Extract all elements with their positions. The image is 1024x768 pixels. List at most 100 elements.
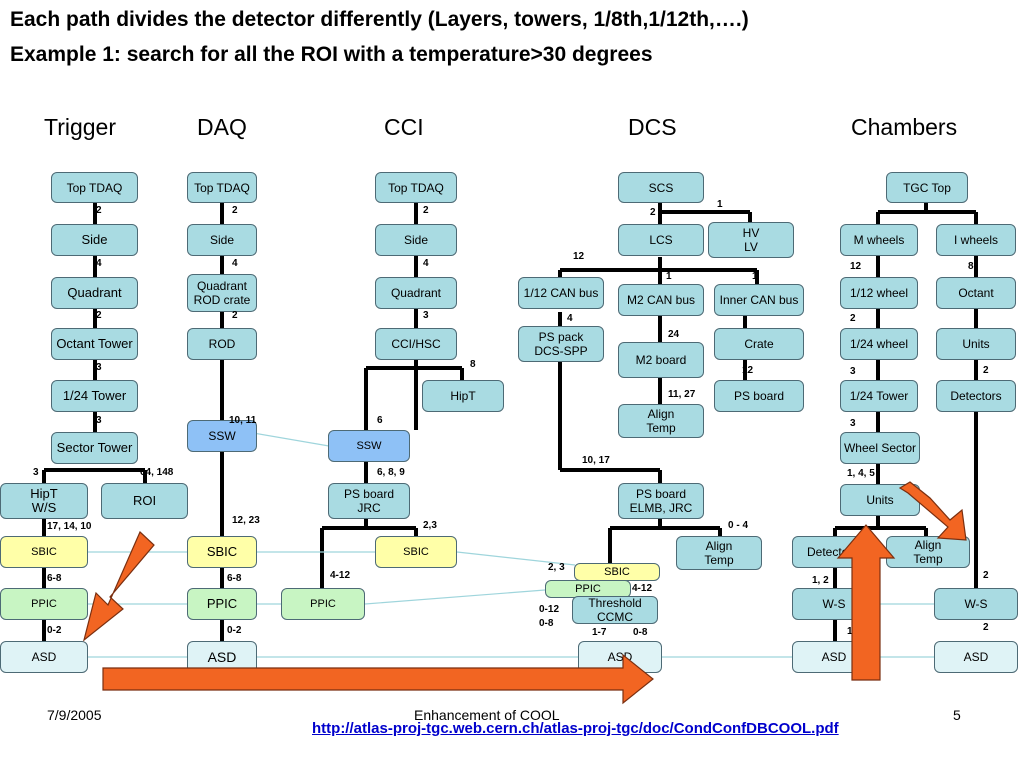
trigger-hipt: HipT W/S	[0, 483, 88, 519]
daq-rod: ROD	[187, 328, 257, 360]
chambers-12-wheel: 1/12 wheel	[840, 277, 918, 309]
label-daq-4: 4	[232, 258, 238, 269]
label-trigger-64: 64, 148	[140, 467, 174, 478]
trigger-24-tower: 1/24 Tower	[51, 380, 138, 412]
trigger-side: Side	[51, 224, 138, 256]
daq-side: Side	[187, 224, 257, 256]
label-dcs-1127: 11, 27	[668, 389, 696, 400]
column-chambers: Chambers	[851, 114, 958, 140]
label-cci-6: 6	[377, 415, 383, 426]
label-cci-2: 2	[423, 205, 429, 216]
label-cci-4: 4	[423, 258, 429, 269]
label-dcs-412: 4-12	[632, 583, 653, 594]
label-chambers-12: 12	[850, 261, 862, 272]
column-daq: DAQ	[197, 114, 247, 140]
document-link[interactable]: http://atlas-proj-tgc.web.cern.ch/atlas-…	[312, 720, 839, 737]
cci-quadrant: Quadrant	[375, 277, 457, 309]
column-trigger: Trigger	[44, 114, 116, 140]
dcs-12-can-bus: 1/12 CAN bus	[518, 277, 604, 309]
daq-top-tdaq: Top TDAQ	[187, 172, 257, 203]
label-chambers-2b: 2	[983, 365, 989, 376]
label-dcs-17: 1-7	[592, 627, 607, 638]
trigger-quadrant: Quadrant	[51, 277, 138, 309]
label-dcs-08a: 0-8	[539, 618, 554, 629]
label-trigger-3a: 3	[96, 362, 102, 373]
label-dcs-1c: 1	[752, 271, 758, 282]
label-cci-689: 6, 8, 9	[377, 467, 405, 478]
daq-ssw: SSW	[187, 420, 257, 452]
label-chambers-12c: 1, 2	[812, 575, 829, 586]
label-dcs-12b: 12	[742, 365, 754, 376]
label-dcs-1a: 1	[717, 199, 723, 210]
label-chambers-2c: 2	[983, 570, 989, 581]
label-dcs-1b: 1	[666, 271, 672, 282]
label-trigger-2a: 2	[96, 205, 102, 216]
chambers-detectors: Detectors	[936, 380, 1016, 412]
chambers-24-tower: 1/24 Tower	[840, 380, 918, 412]
label-chambers-8: 8	[968, 261, 974, 272]
label-daq-02: 0-2	[227, 625, 242, 636]
dcs-align-temp-2: Align Temp	[676, 536, 762, 570]
dcs-inner-can-bus: Inner CAN bus	[714, 284, 804, 316]
cci-cci-hsc: CCI/HSC	[375, 328, 457, 360]
chambers-i-wheels: I wheels	[936, 224, 1016, 256]
label-chambers-2a: 2	[850, 313, 856, 324]
trigger-roi: ROI	[101, 483, 188, 519]
cci-sbic: SBIC	[375, 536, 457, 568]
label-dcs-04: 0 - 4	[728, 520, 749, 531]
dcs-align-temp-1: Align Temp	[618, 404, 704, 438]
label-dcs-012: 0-12	[539, 604, 560, 615]
label-daq-2a: 2	[232, 205, 238, 216]
label-chambers-3a: 3	[850, 366, 856, 377]
trigger-sbic: SBIC	[0, 536, 88, 568]
label-cci-8: 8	[470, 359, 476, 370]
chambers-wheel-sector: Wheel Sector	[840, 432, 920, 464]
trigger-sector-tower: Sector Tower	[51, 432, 138, 464]
title-line-2: Example 1: search for all the ROI with a…	[10, 43, 653, 66]
dcs-hv-lv: HV LV	[708, 222, 794, 258]
cci-side: Side	[375, 224, 457, 256]
chambers-ws-2: W-S	[934, 588, 1018, 620]
column-dcs: DCS	[628, 114, 677, 140]
label-chambers-145: 1, 4, 5	[847, 468, 875, 479]
cci-ssw: SSW	[328, 430, 410, 462]
chambers-tgc-top: TGC Top	[886, 172, 968, 203]
label-daq-68: 6-8	[227, 573, 242, 584]
dcs-lcs: LCS	[618, 224, 704, 256]
label-daq-2b: 2	[232, 310, 238, 321]
dcs-sbic: SBIC	[574, 563, 660, 581]
cci-hipt: HipT	[422, 380, 504, 412]
trigger-asd: ASD	[0, 641, 88, 673]
footer-center: Enhancement of COOL	[414, 707, 560, 723]
cci-top-tdaq: Top TDAQ	[375, 172, 457, 203]
label-dcs-12a: 12	[573, 251, 585, 262]
label-trigger-2b: 2	[96, 310, 102, 321]
dcs-ps-pack: PS pack DCS-SPP	[518, 326, 604, 362]
label-trigger-02: 0-2	[47, 625, 62, 636]
label-daq-1011: 10, 11	[229, 415, 257, 426]
daq-ppic: PPIC	[187, 588, 257, 620]
cci-ppic: PPIC	[281, 588, 365, 620]
chambers-octant: Octant	[936, 277, 1016, 309]
label-chambers-3b: 3	[850, 418, 856, 429]
arrow-down-left-icon	[82, 530, 155, 642]
label-dcs-24: 24	[668, 329, 680, 340]
trigger-octant-tower: Octant Tower	[51, 328, 138, 360]
cci-ps-board-jrc: PS board JRC	[328, 483, 410, 519]
arrow-up-icon	[836, 524, 896, 681]
chambers-m-wheels: M wheels	[840, 224, 918, 256]
label-trigger-4: 4	[96, 258, 102, 269]
label-trigger-3c: 3	[33, 467, 39, 478]
daq-sbic: SBIC	[187, 536, 257, 568]
chambers-asd-2: ASD	[934, 641, 1018, 673]
chambers-units: Units	[936, 328, 1016, 360]
dcs-threshold-ccmc: Threshold CCMC	[572, 596, 658, 624]
footer-page: 5	[953, 707, 961, 723]
label-trigger-3b: 3	[96, 415, 102, 426]
label-dcs-2: 2	[650, 207, 656, 218]
trigger-ppic: PPIC	[0, 588, 88, 620]
daq-quadrant-rod-crate: Quadrant ROD crate	[187, 274, 257, 312]
dcs-m2-can-bus: M2 CAN bus	[618, 284, 704, 316]
dcs-scs: SCS	[618, 172, 704, 203]
